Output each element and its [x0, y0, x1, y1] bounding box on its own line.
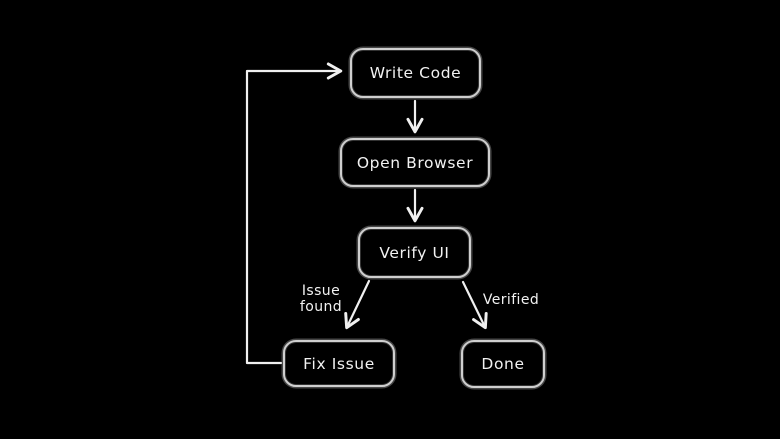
- edge-label-issue-found-line1: Issue: [301, 283, 341, 299]
- edge-label-issue-found-line2: found: [299, 299, 343, 316]
- node-write-code[interactable]: Write Code: [350, 48, 481, 98]
- node-done-label: Done: [481, 355, 525, 373]
- node-open-browser[interactable]: Open Browser: [340, 138, 490, 187]
- arrow-verify-ui-to-fix-issue: [344, 279, 371, 330]
- arrow-fix-issue-loop-to-write-code: [245, 62, 343, 365]
- node-open-browser-label: Open Browser: [356, 153, 474, 172]
- node-verify-ui[interactable]: Verify UI: [358, 227, 471, 278]
- node-verify-ui-label: Verify UI: [379, 243, 450, 262]
- node-fix-issue-label: Fix Issue: [303, 354, 375, 373]
- edge-label-issue-found: Issue found: [288, 283, 354, 315]
- node-done[interactable]: Done: [461, 340, 545, 388]
- edge-label-verified: Verified: [482, 292, 540, 308]
- node-write-code-label: Write Code: [369, 64, 462, 82]
- arrow-verify-ui-to-done: [461, 280, 488, 330]
- node-fix-issue[interactable]: Fix Issue: [283, 340, 395, 387]
